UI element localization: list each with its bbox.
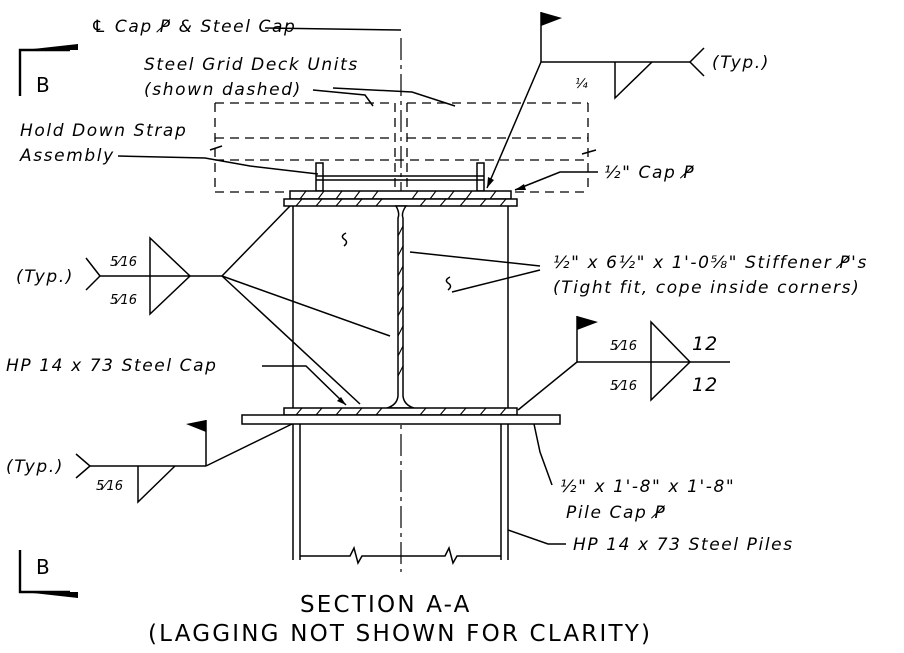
label-centerline-cap: ℄ Cap P̸ & Steel Cap — [91, 17, 296, 37]
label-pile-cap-2: Pile Cap P̸ — [566, 503, 666, 523]
label-cap-plate: ½" Cap P̸ — [604, 163, 695, 183]
weld-right-other-side: 5⁄16 — [610, 379, 637, 394]
weld-size-top-right: ¼ — [575, 77, 588, 92]
weld-symbol-right-middle — [517, 316, 730, 411]
stiffener-plates — [292, 206, 509, 408]
leader-lines — [117, 87, 598, 545]
section-marker-top — [18, 44, 78, 96]
label-pile-cap-1: ½" x 1'-8" x 1'-8" — [560, 477, 735, 497]
weld-left-arrow-side: 5⁄16 — [110, 255, 137, 270]
typ-label-left-bottom: (Typ.) — [6, 457, 64, 477]
section-letter-bottom: B — [36, 555, 52, 579]
section-marker-bottom — [18, 550, 78, 598]
label-grid-deck-2: (shown dashed) — [144, 80, 302, 100]
label-hold-down-1: Hold Down Strap — [20, 121, 187, 141]
weld-right-length-top: 12 — [692, 333, 718, 355]
weld-symbol-top-right — [486, 12, 705, 189]
drawing-title: SECTION A-A — [300, 592, 472, 618]
steel-piles — [292, 424, 509, 565]
weld-right-arrow-side: 5⁄16 — [610, 339, 637, 354]
typ-label-top-right: (Typ.) — [712, 53, 770, 73]
weld-symbol-bottom-left — [75, 420, 293, 504]
hp-steel-cap — [283, 198, 518, 416]
grid-deck-units — [209, 102, 597, 193]
weld-bottom-left-size: 5⁄16 — [96, 479, 123, 494]
typ-label-left-middle: (Typ.) — [16, 267, 74, 287]
centerline-leader — [264, 27, 402, 31]
pile-cap-plate — [241, 414, 561, 425]
label-stiffener-1: ½" x 6½" x 1'-0⅝" Stiffener P̸'s — [553, 253, 868, 273]
section-letter-top: B — [36, 73, 52, 97]
cap-plate — [289, 190, 512, 200]
label-stiffener-2: (Tight fit, cope inside corners) — [553, 278, 860, 298]
label-hold-down-2: Assembly — [19, 146, 115, 166]
weld-left-other-side: 5⁄16 — [110, 293, 137, 308]
weld-symbol-left-middle — [85, 205, 391, 405]
label-grid-deck-1: Steel Grid Deck Units — [144, 55, 359, 75]
label-hp-cap: HP 14 x 73 Steel Cap — [6, 356, 218, 376]
drawing-subtitle: (LAGGING NOT SHOWN FOR CLARITY) — [148, 621, 652, 647]
hold-down-strap — [315, 162, 485, 192]
weld-right-length-bottom: 12 — [692, 374, 718, 396]
label-hp-piles: HP 14 x 73 Steel Piles — [573, 535, 794, 555]
